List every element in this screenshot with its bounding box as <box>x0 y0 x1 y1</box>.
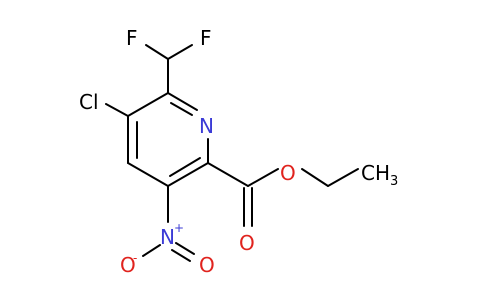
nitro-oxygen-right-label: O <box>199 253 215 277</box>
bond-nitro-double-o-right-b <box>171 249 191 262</box>
bond-ring-n-c2 <box>167 92 198 111</box>
nitro-oxygen-left-label: O <box>120 253 136 277</box>
chlorine-label: Cl <box>79 90 99 114</box>
bond-nitro-to-o-left <box>142 244 161 257</box>
ester-oxygen-label: O <box>280 161 296 185</box>
nitro-plus-charge: + <box>174 221 184 235</box>
fluorine-label-right: F <box>200 26 212 50</box>
bond-ring-double-c2-n <box>170 102 193 116</box>
methyl-ch: CH <box>361 161 390 185</box>
bond-chf2-to-f-right <box>167 44 193 60</box>
carbonyl-oxygen-label: O <box>239 231 255 255</box>
methyl-label: CH3 <box>361 161 398 189</box>
fluorine-label-left: F <box>126 26 138 50</box>
bond-ring-c4-c5 <box>127 162 169 187</box>
bond-ring-c5-c6 <box>167 162 209 187</box>
methyl-subscript: 3 <box>390 174 398 189</box>
bond-ring-to-carbonyl <box>207 162 249 187</box>
bond-nitro-double-o-right-a <box>175 242 195 255</box>
nitro-nitrogen-label: N <box>160 225 175 249</box>
bond-carbonyl-to-ester-o <box>247 168 279 187</box>
bond-ch2-to-ch3 <box>327 168 359 187</box>
bond-ring-c2-c3 <box>127 92 169 117</box>
bond-ester-o-to-ch2 <box>301 168 329 187</box>
nitro-minus-charge: - <box>133 251 137 265</box>
bond-ring-double-c5-c6 <box>169 157 201 177</box>
bond-chf2-to-f-left <box>145 44 169 60</box>
ring-nitrogen-label: N <box>199 114 214 138</box>
bond-ring-to-cl <box>105 103 129 117</box>
